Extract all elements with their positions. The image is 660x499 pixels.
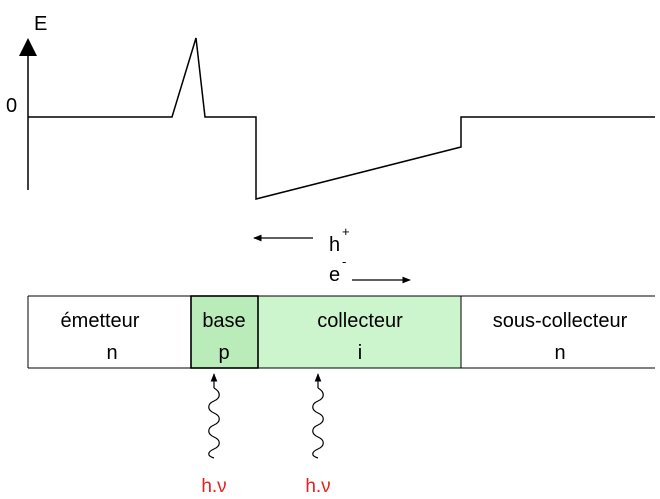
photon-label: h.ν — [201, 476, 226, 497]
subcollector-doping: n — [554, 342, 565, 364]
emitter-doping: n — [106, 342, 117, 364]
emitter-name: émetteur — [61, 310, 140, 332]
photon-wave-icon — [208, 387, 220, 459]
zero-label: 0 — [6, 95, 17, 117]
base-outline — [190, 295, 259, 369]
collector-name: collecteur — [317, 310, 403, 332]
region-subcollector — [461, 296, 655, 368]
photon-base: h.ν — [201, 373, 227, 497]
electron-symbol: e — [329, 264, 340, 286]
electron-carrier: e - — [329, 254, 411, 286]
photon-collector: h.ν — [305, 373, 331, 497]
y-axis-arrow-icon — [19, 38, 37, 56]
hole-charge: + — [342, 224, 350, 239]
subcollector-name: sous-collecteur — [493, 310, 628, 332]
hole-symbol: h — [329, 234, 340, 256]
y-axis-label: E — [34, 13, 47, 35]
electron-charge: - — [342, 254, 346, 269]
photon-label: h.ν — [305, 476, 330, 497]
base-doping: p — [218, 342, 229, 364]
region-base — [191, 296, 258, 368]
energy-axis: E 0 — [6, 13, 47, 190]
collector-doping: i — [358, 342, 362, 364]
layer-stack: émetteur n base p collecteur i sous-coll… — [27, 295, 655, 369]
photon-wave-icon — [312, 387, 324, 459]
base-name: base — [202, 310, 245, 332]
region-collector — [258, 296, 461, 368]
region-emitter — [28, 296, 191, 368]
hole-carrier: h + — [253, 224, 350, 256]
energy-band-profile — [28, 37, 655, 200]
